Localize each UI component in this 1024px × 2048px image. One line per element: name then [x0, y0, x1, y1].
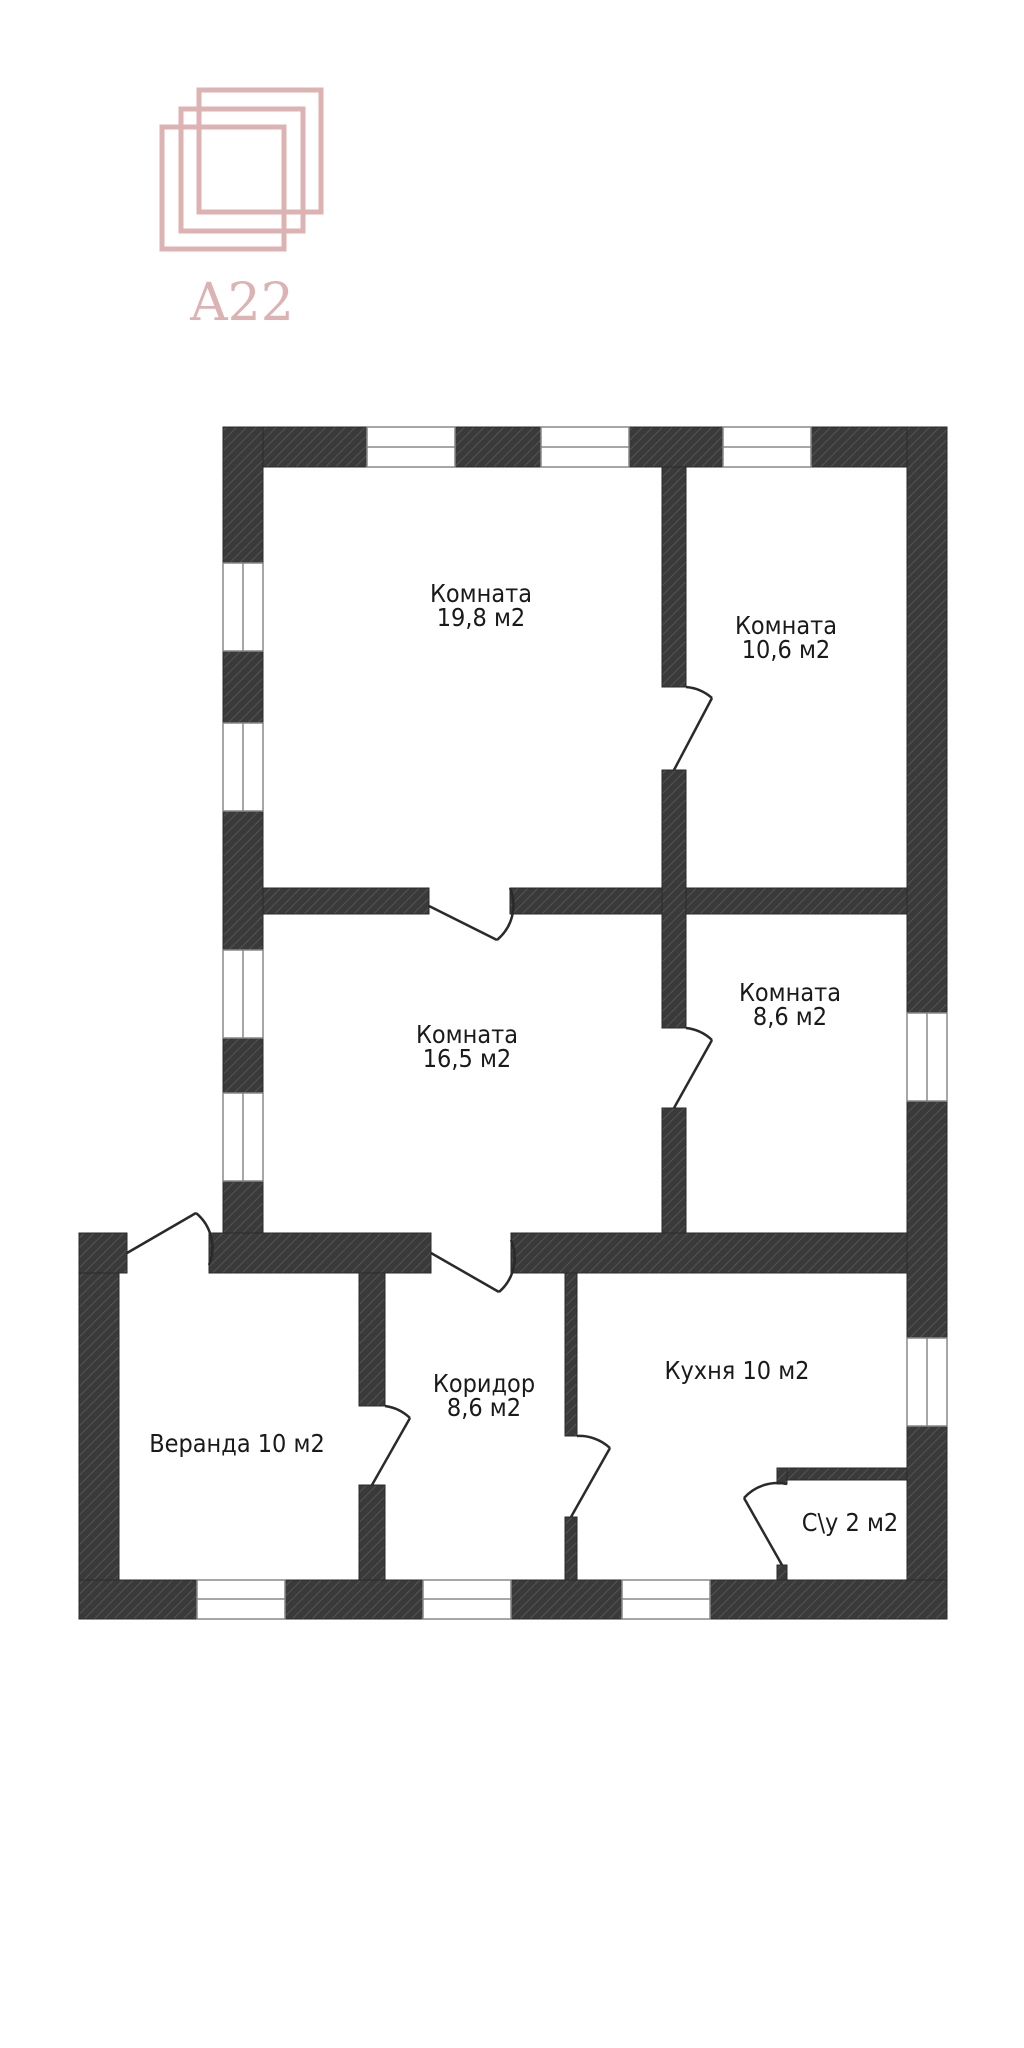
wall-bathroom-left-a	[776, 1467, 788, 1485]
wall-veranda-corridor-a	[358, 1272, 386, 1407]
room-area-corridor: 8,6 м2	[447, 1393, 521, 1422]
wall-veranda-corridor-b	[358, 1484, 386, 1581]
wall-corridor-kitchen-b	[564, 1516, 578, 1581]
room-label-bathroom: С\у 2 м2	[802, 1508, 898, 1537]
wall-vertical-upper-a	[661, 466, 687, 688]
wall-bathroom-top	[776, 1467, 908, 1481]
wall-mid-horizontal-left	[262, 887, 430, 915]
room-area-room-16-5: 16,5 м2	[423, 1044, 511, 1073]
room-label-room-8-6: Комната	[739, 978, 841, 1007]
wall-bathroom-left-b	[776, 1564, 788, 1581]
window-left-4	[222, 1092, 264, 1182]
room-label-corridor: Коридор	[433, 1369, 535, 1398]
room-area-room-10-6: 10,6 м2	[742, 635, 830, 664]
door-veranda-corridor	[370, 1404, 412, 1486]
door-room16-room8	[672, 1026, 714, 1109]
window-bottom-3	[621, 1579, 711, 1620]
window-right-1	[906, 1012, 948, 1102]
room-area-room-19-8: 19,8 м2	[437, 603, 525, 632]
door-kitchen-bathroom	[742, 1481, 788, 1566]
room-label-veranda: Веранда 10 м2	[149, 1429, 325, 1458]
window-bottom-1	[196, 1579, 286, 1620]
wall-mid-horizontal-right	[509, 887, 908, 915]
wall-corridor-kitchen-a	[564, 1272, 578, 1437]
door-room16-corridor	[430, 1239, 516, 1294]
wall-vertical-upper-b	[661, 769, 687, 1029]
window-right-2	[906, 1337, 948, 1427]
room-labels: Комната 19,8 м2 Комната 10,6 м2 Комната …	[149, 579, 898, 1537]
window-top-1	[366, 426, 456, 468]
room-label-room-16-5: Комната	[416, 1020, 518, 1049]
room-label-kitchen: Кухня 10 м2	[665, 1356, 810, 1385]
window-top-3	[722, 426, 812, 468]
window-left-3	[222, 949, 264, 1039]
wall-veranda-left	[78, 1232, 120, 1620]
windows	[196, 426, 948, 1620]
window-bottom-2	[422, 1579, 512, 1620]
window-left-2	[222, 722, 264, 812]
room-label-room-10-6: Комната	[735, 611, 837, 640]
logo: A22	[159, 87, 324, 333]
wall-vertical-lower	[661, 1107, 687, 1234]
door-room19-room10	[672, 685, 714, 771]
room-label-room-19-8: Комната	[430, 579, 532, 608]
wall-lower-horizontal-right	[510, 1232, 908, 1274]
doors	[126, 685, 788, 1566]
logo-text: A22	[189, 273, 294, 333]
window-left-1	[222, 562, 264, 652]
room-area-room-8-6: 8,6 м2	[753, 1002, 827, 1031]
door-corridor-kitchen	[569, 1434, 612, 1518]
wall-veranda-top-left	[78, 1232, 128, 1274]
door-entrance	[126, 1211, 214, 1266]
logo-squares-icon	[159, 87, 324, 252]
door-room19-room16	[428, 887, 515, 942]
window-top-2	[540, 426, 630, 468]
wall-lower-horizontal-left	[208, 1232, 432, 1274]
